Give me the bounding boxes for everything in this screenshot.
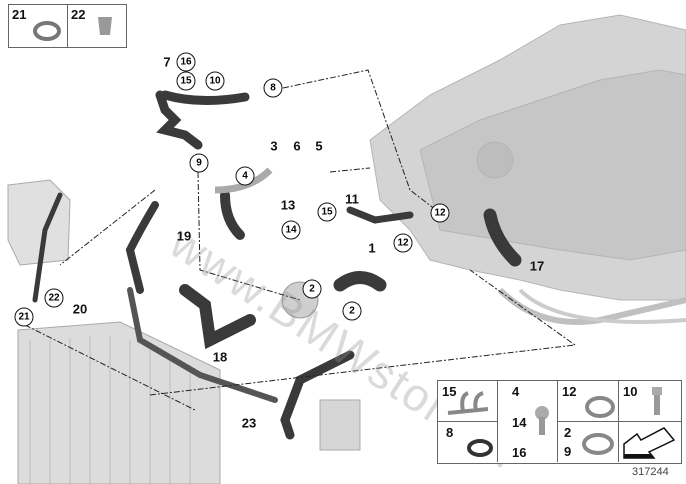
callout-2[interactable]: 2 — [302, 279, 322, 299]
legend-cell-8[interactable]: 8 — [438, 422, 498, 462]
callout-12b[interactable]: 12 — [393, 233, 413, 253]
part-number: 9 — [564, 444, 572, 459]
legend-cell-4-14-16[interactable]: 4 14 16 — [498, 381, 558, 462]
part-number: 12 — [562, 384, 577, 399]
part-cell-21[interactable]: 21 — [9, 5, 68, 47]
part-number: 4 — [512, 384, 520, 399]
legend-cell-12[interactable]: 12 — [558, 381, 619, 422]
callout-1[interactable]: 1 — [368, 240, 376, 256]
callout-21[interactable]: 21 — [14, 307, 34, 327]
legend-cell-arrow[interactable] — [619, 422, 681, 462]
engine-block — [369, 14, 686, 325]
callout-14[interactable]: 14 — [281, 220, 301, 240]
callout-19[interactable]: 19 — [176, 228, 192, 244]
callout-5[interactable]: 5 — [315, 138, 323, 154]
callout-12[interactable]: 12 — [430, 203, 450, 223]
callout-10[interactable]: 10 — [205, 71, 225, 91]
legend-cell-10[interactable]: 10 — [619, 381, 681, 422]
callout-8[interactable]: 8 — [263, 78, 283, 98]
diagram-reference-number: 317244 — [632, 466, 669, 478]
callout-18[interactable]: 18 — [212, 349, 228, 365]
hose-clamp-icon — [582, 433, 614, 455]
part-number: 16 — [512, 445, 527, 460]
part-number: 15 — [442, 384, 457, 399]
part-number: 2 — [564, 425, 572, 440]
holder-icon — [447, 391, 489, 415]
expansion-tank — [7, 179, 71, 266]
callout-16[interactable]: 16 — [176, 52, 196, 72]
clamp-icon — [33, 21, 61, 41]
callout-15b[interactable]: 15 — [317, 202, 337, 222]
callout-13[interactable]: 13 — [280, 197, 296, 213]
bolt-icon — [652, 387, 662, 415]
part-number: 21 — [12, 7, 27, 22]
clip-icon — [98, 17, 112, 35]
callout-11[interactable]: 11 — [345, 191, 359, 207]
part-number: 8 — [446, 425, 454, 440]
legend-cell-15[interactable]: 15 — [438, 381, 498, 422]
callout-17[interactable]: 17 — [529, 258, 545, 274]
callout-4[interactable]: 4 — [235, 166, 255, 186]
parts-box-top: 21 22 — [8, 4, 127, 48]
radiator — [17, 321, 221, 484]
part-number: 22 — [71, 7, 86, 22]
bolt-icon — [535, 406, 549, 435]
callout-15[interactable]: 15 — [176, 71, 196, 91]
callout-6[interactable]: 6 — [293, 138, 301, 154]
part-number: 10 — [623, 384, 638, 399]
legend-cell-2-9[interactable]: 2 9 — [558, 422, 619, 462]
valve-body — [319, 399, 361, 451]
arrow-icon — [623, 427, 676, 459]
seal-ring-icon — [467, 439, 493, 457]
callout-22[interactable]: 22 — [44, 288, 64, 308]
clamp-icon — [585, 396, 615, 418]
part-cell-22[interactable]: 22 — [68, 5, 126, 47]
hoses — [32, 90, 522, 440]
callout-2b[interactable]: 2 — [342, 301, 362, 321]
parts-legend: 15 4 14 16 12 10 8 2 9 — [437, 380, 682, 464]
callout-9[interactable]: 9 — [189, 153, 209, 173]
callout-7[interactable]: 7 — [163, 54, 171, 70]
callout-20[interactable]: 20 — [72, 301, 88, 317]
callout-23[interactable]: 23 — [241, 415, 257, 431]
callout-3[interactable]: 3 — [270, 138, 278, 154]
part-number: 14 — [512, 415, 527, 430]
